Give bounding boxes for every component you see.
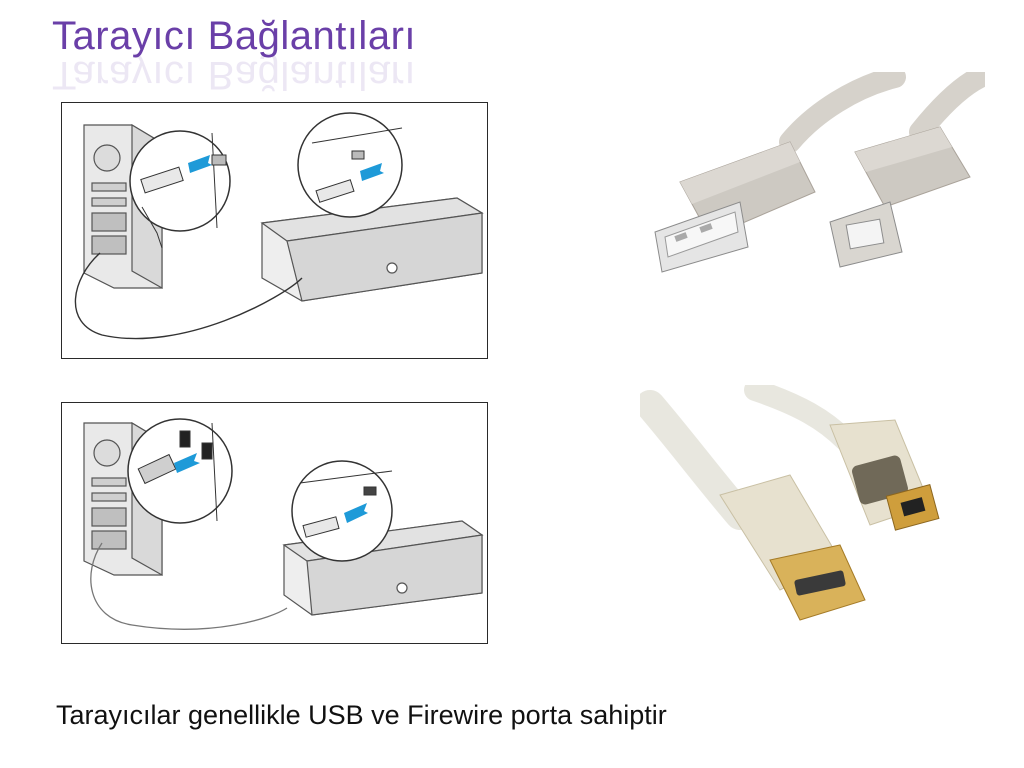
usb-cable-photo [640,66,991,277]
slide-caption: Tarayıcılar genellikle USB ve Firewire p… [56,700,667,730]
firewire-connection-diagram [61,402,488,644]
slide-title: Tarayıcı Bağlantıları Tarayıcı Bağlantıl… [52,14,416,97]
firewire-cable-line [90,542,288,630]
pc-firewire-port-zoom-icon [127,418,233,524]
usb-connection-diagram [61,102,488,359]
scanner-usb-port-zoom-icon [297,112,403,218]
firewire-cable-photo [635,379,970,635]
scanner-firewire-port-zoom-icon [291,460,393,562]
pc-usb-port-zoom-icon [129,130,231,249]
usb-cable-line [74,252,303,340]
scanner-icon [260,197,484,302]
